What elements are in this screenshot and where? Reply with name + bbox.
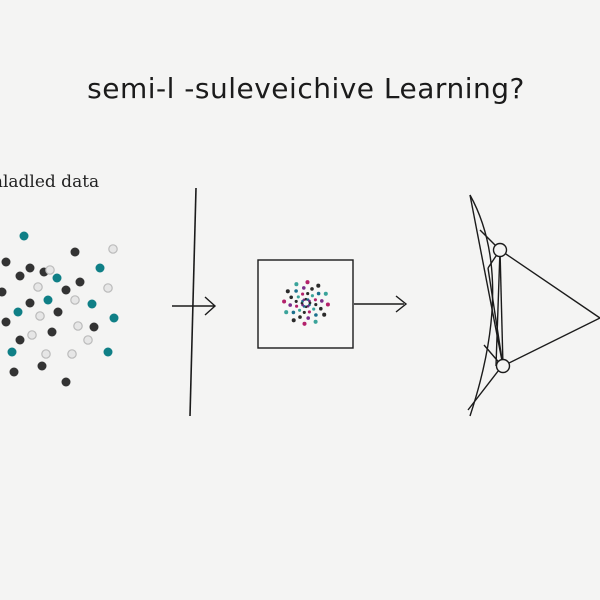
unlabeled-data-label: nladled data [0, 172, 100, 192]
sphere-dot [301, 292, 305, 296]
arrow-right-icon [172, 296, 217, 316]
data-point [67, 349, 77, 359]
sphere-dot [296, 295, 300, 299]
data-point [87, 299, 97, 309]
sphere-dot [314, 303, 318, 307]
sphere-dot [285, 289, 290, 294]
data-point [33, 282, 43, 292]
sphere-dot [313, 319, 318, 324]
sphere-dot [316, 283, 321, 288]
model-box [257, 259, 354, 349]
sphere-dot [295, 304, 299, 308]
divider-line [189, 187, 197, 417]
sphere-dot [305, 280, 310, 285]
network-node-icon [495, 358, 511, 374]
sphere-dot [298, 315, 302, 319]
data-point [95, 263, 105, 273]
data-point [73, 321, 83, 331]
network-diagram [467, 194, 600, 417]
sphere-dot [310, 287, 314, 291]
sphere-dot [325, 302, 330, 307]
sphere-dot [282, 299, 287, 304]
data-point [61, 377, 71, 387]
data-point [103, 283, 113, 293]
data-point [19, 231, 29, 241]
sphere-dot [291, 310, 296, 315]
network-node-icon [492, 242, 508, 258]
data-point [53, 307, 63, 317]
data-point [25, 263, 35, 273]
sphere-dot [294, 299, 298, 303]
sphere-dot [307, 310, 311, 314]
data-point [70, 247, 80, 257]
sphere-dot [294, 282, 299, 287]
data-point [109, 313, 119, 323]
data-point [7, 347, 17, 357]
sphere-dot [306, 316, 311, 320]
sphere-dot [316, 291, 321, 296]
sphere-dot [302, 286, 306, 290]
data-point [1, 317, 11, 327]
data-point [61, 285, 71, 295]
sphere-dot [322, 312, 327, 317]
sphere-dot [288, 303, 293, 307]
sphere-dot [284, 310, 289, 315]
sphere-dot [314, 313, 318, 317]
sphere-dot [304, 297, 308, 301]
data-point [15, 335, 25, 345]
sphere-dot [298, 308, 302, 312]
data-sphere-icon [282, 280, 330, 326]
data-point [75, 277, 85, 287]
data-point [103, 347, 113, 357]
scatter-points [0, 231, 119, 387]
diagram-title: semi-l -suleveichive Learning? [87, 72, 525, 105]
sphere-dot [289, 295, 294, 300]
data-point [43, 295, 53, 305]
data-point [83, 335, 93, 345]
sphere-dot [302, 310, 306, 314]
data-point [70, 295, 80, 305]
data-point [35, 311, 45, 321]
sphere-dot [308, 301, 312, 305]
sphere-dot [304, 305, 308, 309]
sphere-dot [294, 289, 298, 293]
data-point [108, 244, 118, 254]
sphere-dot [291, 318, 296, 323]
data-point [25, 298, 35, 308]
sphere-dot [312, 307, 316, 311]
data-point [52, 273, 62, 283]
data-point [15, 271, 25, 281]
data-point [27, 330, 37, 340]
sphere-dot [320, 299, 324, 303]
sphere-dot [319, 306, 323, 311]
data-point [37, 361, 47, 371]
sphere-dot [323, 291, 328, 296]
arrow-right-icon [354, 295, 408, 313]
data-point [0, 287, 7, 297]
sphere-dot [302, 321, 307, 326]
data-point [9, 367, 19, 377]
data-point [1, 257, 11, 267]
sphere-dot [313, 298, 317, 302]
data-point [41, 349, 51, 359]
data-point [13, 307, 23, 317]
data-point [45, 265, 55, 275]
data-point [89, 322, 99, 332]
data-point [47, 327, 57, 337]
sphere-dot [306, 292, 310, 296]
sphere-dot [310, 294, 314, 298]
